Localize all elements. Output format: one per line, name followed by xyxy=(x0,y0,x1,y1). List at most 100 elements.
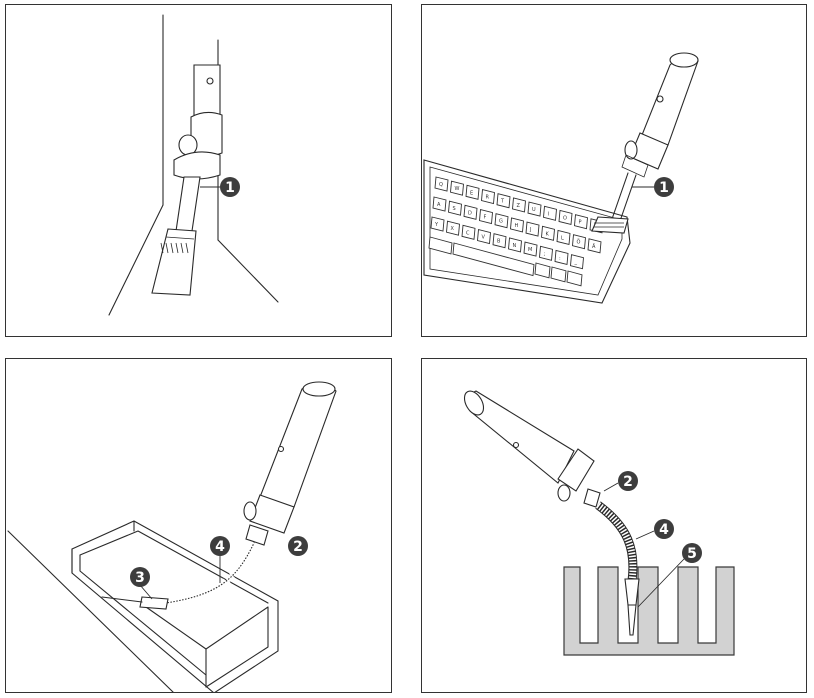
callout-4: 4 xyxy=(210,536,230,556)
keyboard-key xyxy=(510,217,524,233)
keyboard-key xyxy=(587,238,602,254)
keyboard-key-label: I xyxy=(548,211,549,217)
callout-2: 2 xyxy=(288,536,308,556)
keyboard-key xyxy=(558,209,573,226)
svg-text:1: 1 xyxy=(659,180,669,196)
keyboard-key-label: M xyxy=(528,247,532,253)
keyboard-key xyxy=(566,270,583,287)
callout-4: 4 xyxy=(654,519,674,539)
keyboard-key-label: Ö xyxy=(577,239,581,246)
keyboard-key-label: Ä xyxy=(592,243,596,250)
keyboard-key xyxy=(448,200,462,216)
keyboard-key-label: C xyxy=(466,230,470,236)
keyboard-key-label: A xyxy=(437,202,441,208)
keyboard-key-label: G xyxy=(499,219,503,225)
keyboard-key-label: J xyxy=(529,227,531,233)
keyboard-key xyxy=(574,214,588,230)
keyboard-key xyxy=(481,188,495,205)
keyboard-key xyxy=(463,204,478,220)
keyboard-key xyxy=(523,241,538,257)
keyboard-key xyxy=(452,242,535,277)
keyboard-key-label: ; xyxy=(544,251,546,257)
vacuum-body xyxy=(243,381,337,546)
hose-heatsink-illustration: 2 4 5 xyxy=(463,390,735,656)
keyboard-key xyxy=(477,228,491,245)
keyboard-key-label: S xyxy=(453,206,456,212)
keyboard-key-label: T xyxy=(500,199,505,205)
keyboard-key-label: V xyxy=(482,235,486,241)
flexible-hose xyxy=(101,541,258,610)
svg-text:4: 4 xyxy=(659,522,669,538)
brush-attachment xyxy=(151,176,201,296)
keyboard-key xyxy=(570,254,584,270)
keyboard-key xyxy=(450,180,464,196)
panel-hose-heatsink: 2 4 5 xyxy=(421,358,807,693)
vacuum-body xyxy=(621,52,699,178)
keyboard-key xyxy=(543,205,557,221)
keyboard-key xyxy=(572,234,586,250)
keyboard-key xyxy=(534,262,551,279)
brush-attachment xyxy=(591,172,637,234)
flexible-hose xyxy=(595,501,640,636)
drawer xyxy=(7,520,279,692)
keyboard-key xyxy=(434,176,449,192)
keyboard-key xyxy=(428,236,453,255)
heatsink xyxy=(563,566,735,656)
hose-drawer-illustration: 4 2 3 xyxy=(7,381,337,692)
keyboard-key-label: W xyxy=(455,186,460,192)
keyboard-key-label: F xyxy=(484,215,487,221)
callout-1: 1 xyxy=(654,177,674,197)
callout-3: 3 xyxy=(130,567,150,587)
keyboard-key-label: Z xyxy=(517,203,521,209)
keyboard-key-label: Y xyxy=(434,222,439,228)
keyboard-key xyxy=(527,201,542,217)
keyboard-key-label: E xyxy=(470,190,473,196)
callout-leader xyxy=(603,482,619,492)
keyboard-key-label: Q xyxy=(439,182,443,188)
keyboard-key xyxy=(496,193,511,209)
keyboard-key-label: H xyxy=(515,223,519,229)
keyboard-key xyxy=(432,196,447,212)
keyboard-key xyxy=(512,197,526,213)
panel-hose-drawer: 4 2 3 xyxy=(5,358,392,693)
svg-text:2: 2 xyxy=(623,474,633,490)
keyboard-key-label: B xyxy=(497,239,501,245)
floor-edge-left xyxy=(108,204,164,316)
keyboard-key xyxy=(479,208,493,225)
keyboard-key-label: : xyxy=(559,255,561,261)
vacuum-body xyxy=(463,390,601,508)
keyboard-key-label: O xyxy=(563,215,567,221)
keyboard-key-label: D xyxy=(468,210,472,216)
callout-leader xyxy=(635,530,655,540)
keyboard-key-label: L xyxy=(561,235,564,241)
keyboard-key xyxy=(461,224,476,240)
keyboard-key-label: _ xyxy=(574,260,578,266)
callout-5: 5 xyxy=(682,543,702,563)
keyboard-key xyxy=(550,266,567,283)
keyboard-key xyxy=(508,237,522,253)
keyboard-key xyxy=(539,245,553,261)
keyboard-key xyxy=(494,213,509,229)
vacuum-body xyxy=(173,64,223,180)
keyboard-key xyxy=(446,220,460,236)
brush-wall-illustration: 1 xyxy=(108,14,279,316)
svg-text:4: 4 xyxy=(215,539,225,555)
keyboard-key xyxy=(541,225,555,241)
keyboard-key xyxy=(525,221,540,237)
keyboard-key xyxy=(554,249,569,266)
callout-leader xyxy=(637,558,685,608)
svg-text:3: 3 xyxy=(135,570,145,586)
callout-leader xyxy=(139,584,153,600)
keyboard-key xyxy=(430,216,445,232)
floor-edge-right xyxy=(217,239,279,303)
keyboard-key xyxy=(465,184,480,200)
keyboard-key-label: K xyxy=(546,231,550,237)
keyboard-key-label: U xyxy=(532,207,536,213)
keyboard-key-label: N xyxy=(513,243,517,249)
callout-1: 1 xyxy=(220,177,240,197)
svg-text:1: 1 xyxy=(225,180,235,196)
callout-2: 2 xyxy=(618,471,638,491)
keyboard-key-label: P xyxy=(579,220,582,226)
